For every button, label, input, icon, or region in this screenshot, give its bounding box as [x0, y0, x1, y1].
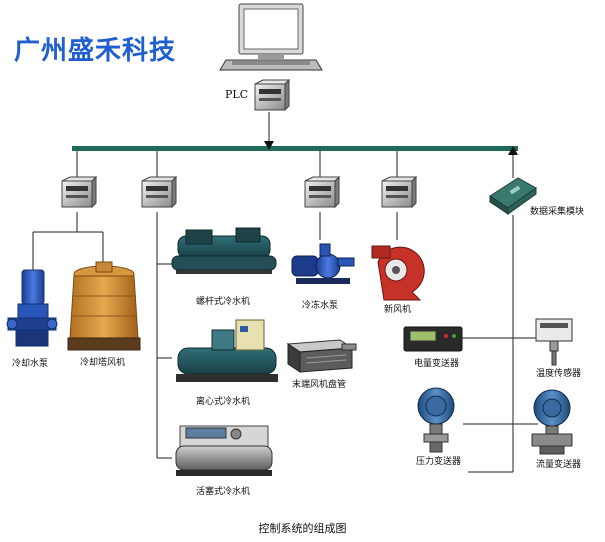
- computer-icon: [219, 3, 323, 71]
- label-data-acquisition-module: 数据采集模块: [530, 207, 585, 217]
- label-fresh-air-fan: 新风机: [384, 305, 412, 315]
- label-flow-transmitter: 流量变送器: [536, 460, 582, 470]
- temperature-sensor-icon: [535, 318, 573, 366]
- label-chilled-water-pump: 冷冻水泵: [302, 301, 339, 311]
- plc-main-icon: [254, 78, 291, 112]
- plc-node-1-icon: [61, 175, 98, 209]
- flow-transmitter-icon: [531, 389, 573, 455]
- fresh-air-fan-icon: [371, 245, 425, 301]
- cooling-water-pump-icon: [6, 269, 58, 347]
- label-fan-coil-unit: 末端风机盘管: [292, 380, 347, 390]
- label-temperature-sensor: 温度传感器: [536, 369, 582, 379]
- label-piston-chiller: 活塞式冷水机: [196, 487, 251, 497]
- bus-arrow-up: [508, 146, 518, 155]
- chilled-water-pump-icon: [291, 243, 355, 284]
- cooling-tower-icon: [67, 261, 141, 351]
- centrifugal-chiller-icon: [176, 319, 278, 382]
- label-power-transmitter: 电量变送器: [414, 359, 460, 369]
- label-centrifugal-chiller: 离心式冷水机: [196, 397, 251, 407]
- pressure-transmitter-icon: [417, 387, 455, 453]
- label-cooling-tower-fan: 冷却塔风机: [80, 358, 126, 368]
- plc-label: PLC: [225, 88, 249, 101]
- label-pressure-transmitter: 压力变送器: [416, 457, 462, 467]
- label-cooling-water-pump: 冷却水泵: [12, 359, 49, 369]
- company-brand: 广州盛禾科技: [14, 36, 177, 66]
- label-screw-chiller: 螺杆式冷水机: [196, 297, 251, 307]
- communication-bus: [72, 146, 518, 151]
- piston-chiller-icon: [175, 425, 273, 476]
- plc-node-3-icon: [304, 175, 341, 209]
- data-acquisition-module-icon: [489, 177, 537, 215]
- fan-coil-unit-icon: [286, 339, 357, 373]
- screw-chiller-icon: [171, 227, 277, 274]
- bus-arrow-down: [264, 141, 274, 150]
- power-transmitter-icon: [403, 326, 463, 352]
- figure-caption: 控制系统的组成图: [258, 522, 347, 535]
- connection-lines: [32, 112, 538, 473]
- plc-node-2-icon: [141, 175, 178, 209]
- plc-node-4-icon: [381, 175, 418, 209]
